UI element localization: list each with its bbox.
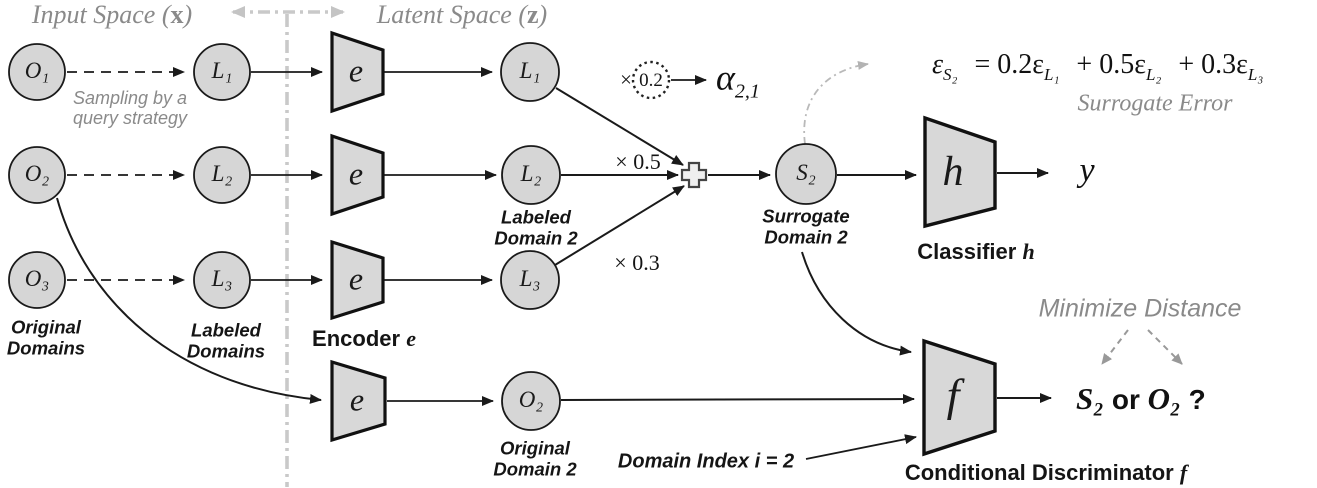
surrogate-domain-2-caption: Surrogate Domain 2 [762, 205, 850, 247]
encoder-1-letter: e [348, 52, 364, 89]
latent-labeled-1-circle [500, 42, 560, 102]
formula-term3-sub: L₃ [1247, 65, 1264, 84]
encoder-3-shape [330, 239, 385, 321]
curve-s2-to-formula [803, 60, 869, 145]
discriminator-caption-text: Conditional Discriminator [904, 460, 1180, 485]
node-surrogate-2: S₂ [796, 160, 816, 185]
arrow-latent1-to-sum [555, 87, 684, 166]
discriminator-caption: Conditional Discriminator f [905, 460, 1187, 486]
node-labeled-2: L₂ [211, 161, 233, 186]
node-latent-labeled-2: L₂ [520, 161, 542, 186]
classifier-caption: Classifier h [917, 239, 1034, 265]
arrow-minimize-left [1101, 329, 1129, 365]
arrow-latent3-to-sum [554, 185, 685, 266]
input-space-title: Input Space (x) [32, 0, 192, 30]
formula-lhs: ε [932, 49, 944, 80]
curve-s2-to-discriminator [801, 251, 912, 356]
encoder-caption-letter: e [406, 326, 416, 351]
verdict-question: ? [1180, 384, 1206, 415]
labeled-domain-1-circle [193, 43, 251, 101]
labeled-domain-2-circle [193, 146, 251, 204]
curve-o2-to-encoder4 [56, 197, 322, 404]
original-domain-2-caption: Original Domain 2 [493, 437, 577, 479]
weight-highlight-dotted-circle [631, 60, 671, 100]
formula-term3: + 0.3ε [1178, 49, 1248, 80]
node-labeled-3: L₃ [211, 266, 233, 291]
classifier-shape [923, 115, 997, 229]
arrow-domain-index-to-discriminator [805, 434, 917, 460]
alpha-weight-label: α2,1 [716, 57, 760, 104]
original-domains-caption: Original Domains [6, 316, 86, 358]
encoder-2-letter: e [348, 155, 364, 192]
discriminator-verdict: S₂ or O₂ ? [1076, 381, 1206, 417]
arrow-minimize-right [1147, 329, 1183, 365]
surrogate-error-caption: Surrogate Error [1077, 90, 1233, 117]
domain-index-label: Domain Index i = 2 [617, 450, 795, 473]
node-original-3: O₃ [24, 266, 50, 291]
classifier-letter: h [942, 149, 964, 195]
encoder-4-shape [330, 359, 387, 443]
node-labeled-1: L₁ [211, 58, 233, 83]
weight-1-times-sign: × [620, 67, 632, 92]
prediction-output: y [1079, 152, 1095, 189]
weighted-sum-plus-icon [680, 161, 708, 189]
classifier-caption-letter: h [1022, 239, 1035, 264]
formula-term1-sub: L₁ [1044, 65, 1060, 84]
original-domain-1-circle [8, 43, 66, 101]
formula-term2: + 0.5ε [1076, 49, 1146, 80]
input-space-prefix: Input Space ( [31, 0, 171, 29]
weight-3-label: × 0.3 [614, 250, 660, 275]
encoder-2-shape [330, 133, 385, 217]
encoder-1-shape [330, 30, 385, 114]
node-latent-labeled-3: L₃ [519, 266, 541, 291]
latent-space-variable: z [526, 0, 539, 29]
formula-lhs-sub: S₂ [943, 65, 958, 84]
formula-term1: = 0.2ε [974, 49, 1045, 80]
weight-2-label: × 0.5 [615, 149, 661, 174]
latent-space-suffix: ) [538, 0, 548, 29]
node-latent-original-2: O₂ [518, 387, 544, 412]
discriminator-caption-letter: f [1179, 460, 1188, 485]
alpha-symbol: α [716, 57, 735, 98]
node-latent-labeled-1: L₁ [519, 58, 541, 83]
encoder-caption: Encoder e [312, 326, 416, 352]
original-domain-2-circle [8, 146, 66, 204]
verdict-original: O₂ [1147, 381, 1181, 416]
input-space-variable: x [170, 0, 184, 29]
original-domain-3-circle [8, 251, 66, 309]
weight-1-value: 0.2 [639, 70, 663, 91]
labeled-domain-3-circle [193, 251, 251, 309]
latent-labeled-2-circle [501, 145, 561, 205]
latent-space-prefix: Latent Space ( [376, 0, 527, 29]
latent-original-2-circle [501, 371, 561, 431]
verdict-or: or [1104, 384, 1148, 415]
verdict-surrogate: S₂ [1076, 381, 1105, 416]
classifier-caption-text: Classifier [917, 239, 1023, 264]
encoder-3-letter: e [348, 260, 364, 297]
minimize-distance-caption: Minimize Distance [1038, 294, 1242, 323]
formula-term2-sub: L₂ [1145, 65, 1162, 84]
input-space-suffix: ) [183, 0, 193, 29]
discriminator-letter: f [946, 369, 960, 421]
encoder-caption-text: Encoder [312, 326, 407, 351]
encoder-4-letter: e [349, 381, 365, 418]
labeled-domains-caption: Labeled Domains [186, 319, 266, 361]
arrow-latent-o2-to-discriminator [560, 394, 915, 405]
surrogate-error-formula: εS₂ = 0.2εL₁ + 0.5εL₂ + 0.3εL₃ [932, 49, 1263, 85]
discriminator-shape [922, 338, 997, 457]
surrogate-domain-2-circle [775, 143, 837, 205]
node-original-1: O₁ [24, 58, 50, 83]
latent-labeled-3-circle [500, 250, 560, 310]
labeled-domain-2-caption: Labeled Domain 2 [494, 206, 578, 248]
sampling-annotation: Sampling by a query strategy [72, 87, 188, 128]
node-original-2: O₂ [24, 161, 50, 186]
latent-space-title: Latent Space (z) [377, 0, 547, 30]
alpha-subscript: 2,1 [734, 80, 760, 103]
